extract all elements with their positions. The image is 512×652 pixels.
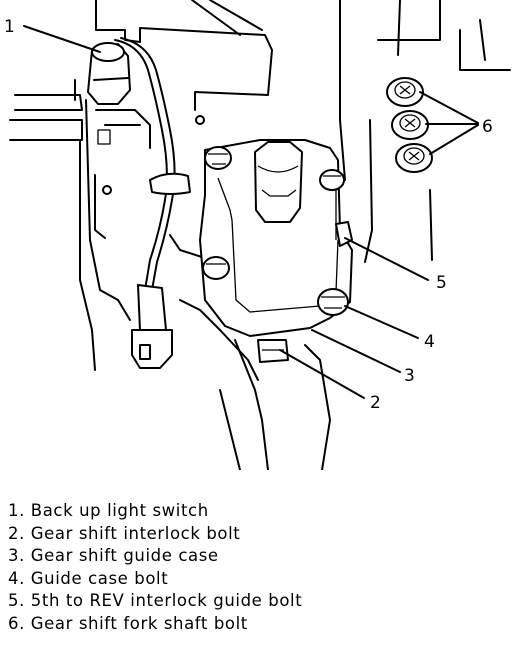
legend-item-fork-shaft-bolt: 6. Gear shift fork shaft bolt: [8, 613, 248, 633]
guide-case-bolt-left: [202, 256, 230, 280]
guide-case-bolt-right: [317, 288, 349, 316]
gear-shift-guide-case: [199, 139, 353, 337]
guide-case-bolt-top-left: [204, 146, 232, 170]
callout-6: 6: [482, 117, 493, 137]
callout-3: 3: [404, 366, 415, 386]
back-up-light-switch: [87, 37, 191, 369]
legend-item-back-up-light-switch: 1. Back up light switch: [8, 501, 209, 520]
callout-2: 2: [370, 393, 381, 413]
leader-line-5: [344, 237, 429, 281]
leader-line-6a: [419, 91, 479, 124]
fork-shaft-bolts: [386, 77, 433, 173]
transmission-housing: [9, 0, 511, 470]
guide-case-bolt-top-right: [319, 169, 345, 191]
transmission-diagram: 1 2 3 4 5 6: [4, 0, 511, 470]
parts-legend: 1. Back up light switch 2. Gear shift in…: [8, 500, 302, 635]
callout-4: 4: [424, 332, 435, 352]
legend-item-interlock-guide-bolt: 5. 5th to REV interlock guide bolt: [8, 591, 303, 610]
leader-lines: [23, 25, 479, 399]
guide-case-bolts: [202, 146, 349, 316]
legend-item-interlock-bolt: 2. Gear shift interlock bolt: [8, 523, 241, 543]
legend-item-guide-case-bolt: 4. Guide case bolt: [8, 568, 169, 588]
leader-line-1: [23, 25, 101, 53]
fork-shaft-bolt-1: [386, 77, 424, 107]
legend-item-guide-case: 3. Gear shift guide case: [8, 546, 219, 565]
leader-line-4: [344, 305, 419, 339]
callout-1: 1: [4, 17, 15, 37]
leader-line-3: [311, 329, 401, 373]
fork-shaft-bolt-2: [391, 110, 429, 140]
interlock-guide-bolt: [335, 221, 353, 247]
leader-line-6c: [429, 124, 479, 155]
callout-5: 5: [436, 273, 447, 293]
fork-shaft-bolt-3: [395, 143, 433, 173]
leader-line-2: [279, 349, 365, 399]
